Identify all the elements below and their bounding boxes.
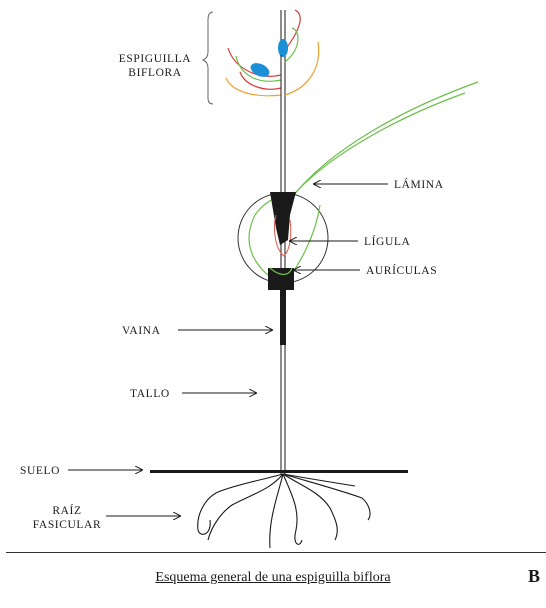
spikelet-brace xyxy=(203,12,213,104)
figure-baseline xyxy=(6,552,546,553)
panel-letter: B xyxy=(528,566,540,587)
spikelet-label-line1: ESPIGUILLA xyxy=(112,52,198,66)
ligule-shape xyxy=(270,192,296,245)
root-label-line1: RAÍZ xyxy=(34,504,100,518)
figure-caption: Esquema general de una espiguilla biflor… xyxy=(0,570,546,586)
glume-orange-right xyxy=(285,42,319,95)
sheath-label: VAINA xyxy=(122,324,161,338)
stem-label: TALLO xyxy=(130,387,170,401)
roots xyxy=(198,474,370,548)
auricles-label: AURÍCULAS xyxy=(366,264,437,278)
blade-label: LÁMINA xyxy=(394,178,444,192)
soil-label: SUELO xyxy=(20,464,60,478)
spikelet-label-line2: BIFLORA xyxy=(112,66,198,80)
ligule-label: LÍGULA xyxy=(364,235,410,249)
root-label-line2: FASICULAR xyxy=(28,518,106,532)
soil-line xyxy=(150,470,408,473)
floret-upper xyxy=(278,39,288,57)
sheath-band xyxy=(280,290,286,345)
